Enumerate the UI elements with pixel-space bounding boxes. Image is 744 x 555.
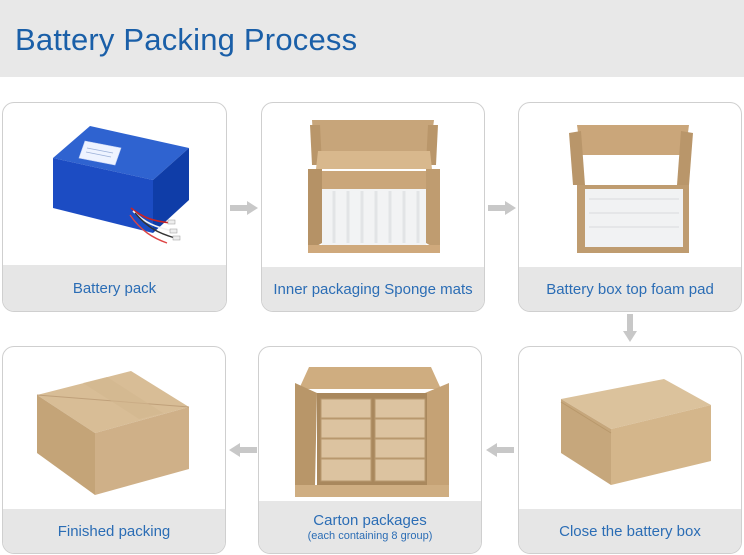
step-caption: Battery box top foam pad (519, 267, 741, 311)
page-title: Battery Packing Process (15, 22, 358, 57)
step-caption: Finished packing (3, 509, 225, 553)
arrow-right-icon (230, 201, 258, 215)
step-card-carton-packages: Carton packages (each containing 8 group… (258, 346, 482, 554)
step-label: Battery box top foam pad (546, 280, 714, 298)
step-label: Inner packaging Sponge mats (273, 280, 473, 298)
step-card-battery-pack: Battery pack (2, 102, 227, 312)
step-caption: Carton packages (each containing 8 group… (259, 501, 481, 553)
step-label: Battery pack (72, 279, 157, 297)
step-label: Finished packing (57, 522, 171, 540)
arrow-down-icon (623, 314, 637, 342)
step-card-close-box: Close the battery box (518, 346, 742, 554)
step-sublabel: (each containing 8 group) (307, 530, 433, 542)
open-box-sponge-image (262, 103, 484, 265)
finished-carton-image (3, 347, 225, 507)
closed-box-image (519, 347, 741, 507)
step-caption: Close the battery box (519, 509, 741, 553)
step-caption: Inner packaging Sponge mats (262, 267, 484, 311)
header-banner: Battery Packing Process (0, 0, 744, 77)
arrow-right-icon (488, 201, 516, 215)
step-caption: Battery pack (3, 265, 226, 311)
battery-pack-image (3, 103, 226, 263)
step-label: Carton packages (313, 512, 427, 529)
arrow-left-icon (229, 443, 257, 457)
carton-eight-boxes-image (259, 347, 481, 499)
step-label: Close the battery box (559, 522, 701, 540)
box-foam-pad-image (519, 103, 741, 265)
step-card-finished-packing: Finished packing (2, 346, 226, 554)
step-card-inner-packaging: Inner packaging Sponge mats (261, 102, 485, 312)
step-card-top-foam-pad: Battery box top foam pad (518, 102, 742, 312)
arrow-left-icon (486, 443, 514, 457)
